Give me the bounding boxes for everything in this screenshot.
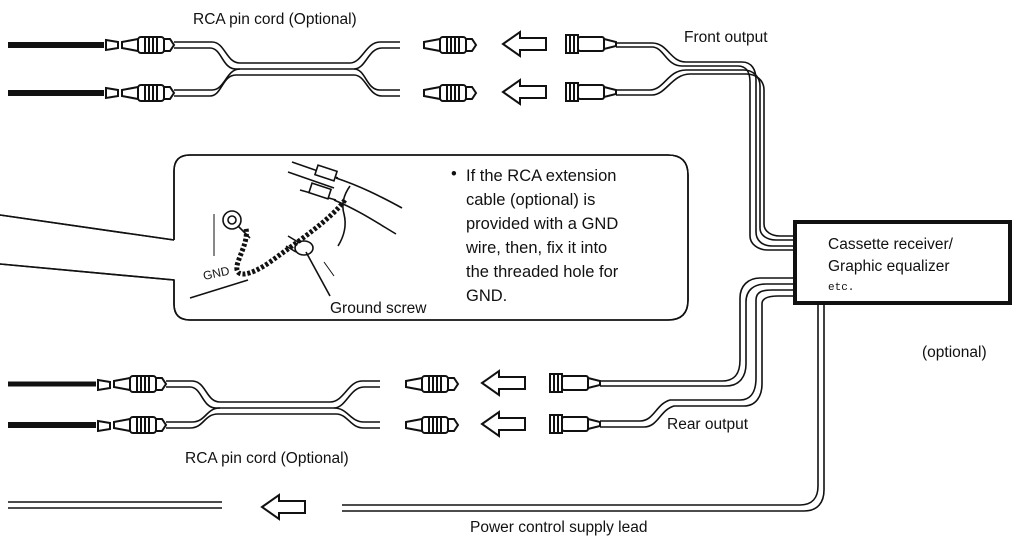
rear-output-cable xyxy=(600,277,795,428)
front-output-label: Front output xyxy=(684,29,768,46)
rear-output-label: Rear output xyxy=(667,416,749,433)
front-output-cable xyxy=(616,42,795,251)
power-lead-label: Power control supply lead xyxy=(470,519,648,536)
power-direction-arrow xyxy=(261,494,306,520)
power-control-lead xyxy=(8,303,825,512)
ground-wire-illustration xyxy=(189,161,403,299)
gnd-label: GND xyxy=(202,264,231,283)
note-bullet: • xyxy=(451,165,457,183)
note-line-6: GND. xyxy=(466,287,507,305)
front-rca-cords xyxy=(8,31,617,105)
device-line-1: Cassette receiver/ xyxy=(828,236,954,253)
note-line-5: the threaded hole for xyxy=(466,263,619,281)
device-line-3: etc. xyxy=(828,282,854,294)
ground-screw-label: Ground screw xyxy=(330,300,427,317)
bottom-cord-label: RCA pin cord (Optional) xyxy=(185,450,349,467)
note-line-3: provided with a GND xyxy=(466,215,618,233)
device-line-2: Graphic equalizer xyxy=(828,258,949,275)
cassette-receiver-unit: Cassette receiver/ Graphic equalizer etc… xyxy=(793,220,1012,305)
note-line-2: cable (optional) is xyxy=(466,191,595,209)
gnd-callout: GND Ground screw • If the RCA extension … xyxy=(0,154,689,321)
optional-label: (optional) xyxy=(922,344,987,361)
note-line-1: If the RCA extension xyxy=(466,167,616,185)
note-line-4: wire, then, fix it into xyxy=(465,239,607,257)
top-cord-label: RCA pin cord (Optional) xyxy=(193,11,357,28)
rear-rca-cords xyxy=(8,370,601,437)
